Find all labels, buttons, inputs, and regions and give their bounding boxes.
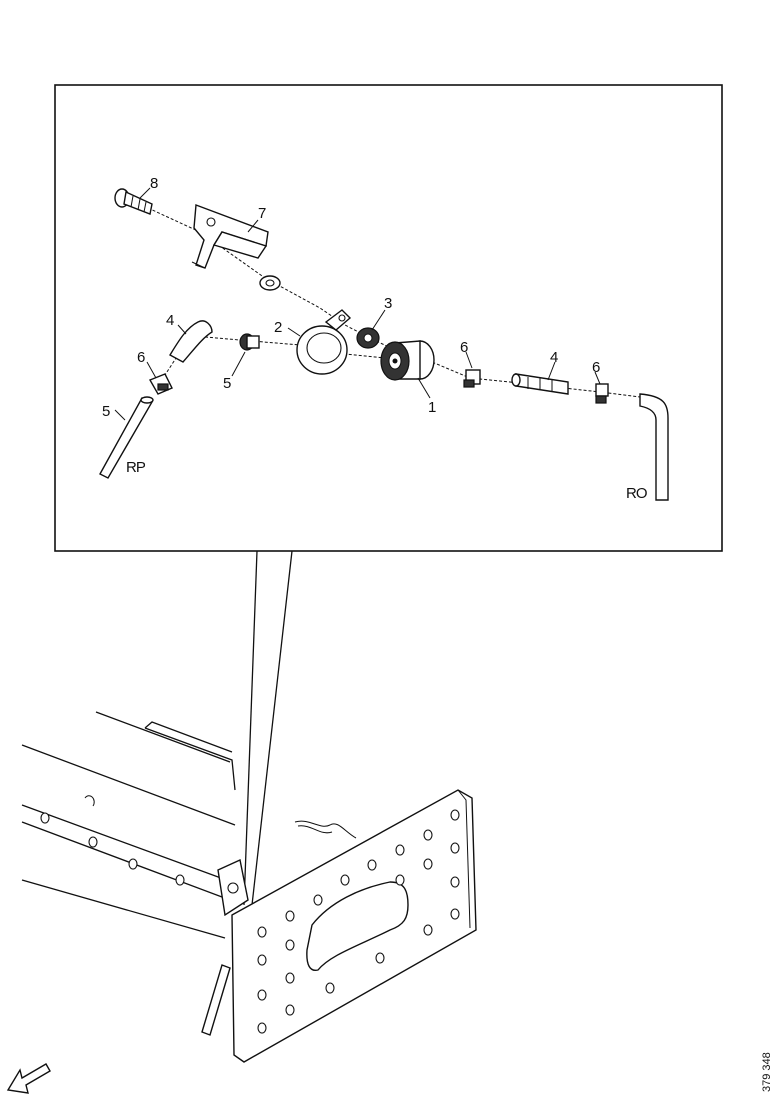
code-ro: RO: [626, 485, 647, 502]
label-5-left: 5: [102, 403, 110, 420]
bracket-part-7: [191, 204, 269, 269]
hose-clamp-part-6-far: [595, 383, 609, 404]
label-5-mid: 5: [223, 375, 231, 392]
tube-part-4-right: [511, 373, 569, 395]
label-4-left: 4: [166, 312, 174, 329]
nut-part-3: [356, 327, 380, 349]
label-6-far: 6: [592, 359, 600, 376]
label-4-right: 4: [550, 349, 558, 366]
arrow-icon: [6, 1063, 51, 1094]
label-1: 1: [428, 399, 436, 416]
label-7: 7: [258, 205, 266, 222]
hose-clamp-part-6-right: [463, 369, 481, 388]
washer: [259, 275, 281, 291]
label-8: 8: [150, 175, 158, 192]
label-3: 3: [384, 295, 392, 312]
vehicle-frame: [21, 711, 357, 1036]
perforated-plate: [231, 789, 477, 1063]
fitting-part-5: [239, 333, 260, 351]
detail-view: [99, 188, 669, 501]
code-rp: RP: [126, 459, 146, 476]
callout-labels: 8 7 3 2 4 6 5 5 1 6 4 6: [102, 175, 600, 420]
reference-number: 379 348: [761, 1052, 773, 1092]
hose-part-5-left: [99, 396, 154, 479]
hose-clamp-part-6-left: [148, 373, 173, 395]
filter-part-1: [380, 340, 435, 381]
plate-holes: [257, 809, 460, 1034]
hose-part-4-left: [169, 320, 213, 363]
bolt-part-8: [114, 188, 153, 215]
label-leaders: [114, 187, 601, 421]
label-6-right: 6: [460, 339, 468, 356]
clamp-part-2: [296, 309, 352, 375]
detail-box: [54, 84, 723, 552]
hose-ro: [639, 393, 669, 501]
label-6-left: 6: [137, 349, 145, 366]
callout-pointer: [243, 550, 293, 906]
label-2: 2: [274, 319, 282, 336]
